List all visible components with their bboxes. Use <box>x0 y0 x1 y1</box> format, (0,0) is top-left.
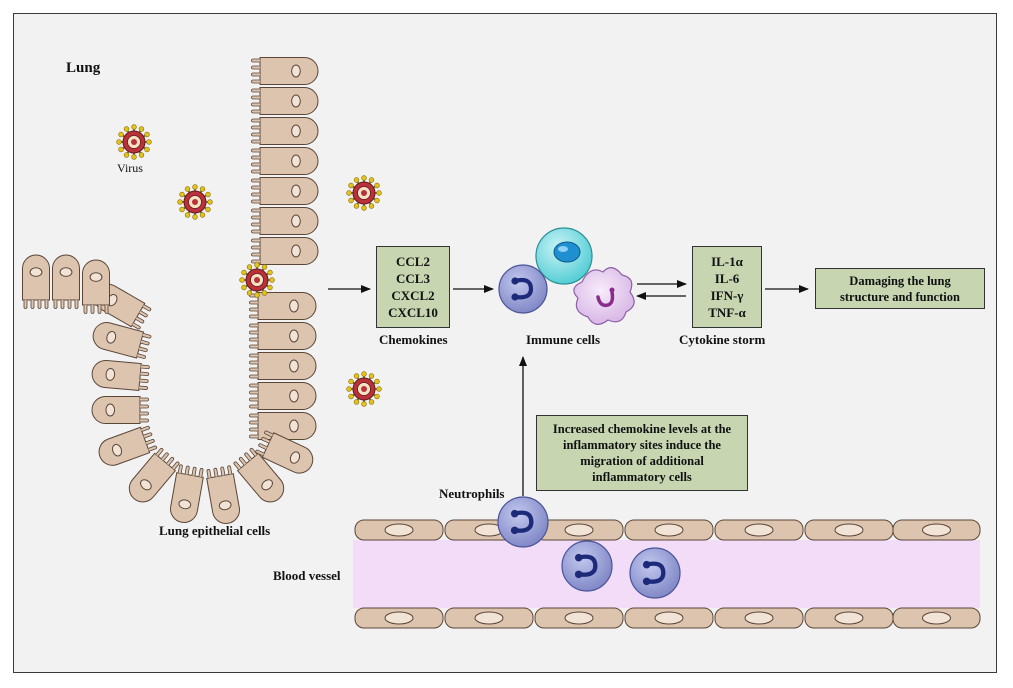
epithelial-cell <box>233 448 285 503</box>
epithelium-curved-section <box>91 283 314 524</box>
macrophage-icon <box>573 267 635 325</box>
virus-icon <box>116 124 152 160</box>
epithelial-cell <box>52 254 80 309</box>
note-line: migration of additional <box>580 454 704 468</box>
note-line: inflammatory cells <box>592 470 692 484</box>
epithelial-cell <box>249 292 317 320</box>
epithelial-cell <box>249 322 317 350</box>
damage-box: Damaging the lung structure and function <box>815 268 985 309</box>
neutrophil-icon <box>497 496 549 548</box>
virus-icon <box>346 175 382 211</box>
neutrophil-group <box>497 264 681 599</box>
endothelial-cell <box>534 607 624 629</box>
epithelial-cell <box>255 430 314 474</box>
chemokine-item: CCL3 <box>396 271 430 286</box>
immune-cells-caption: Immune cells <box>526 332 601 347</box>
endothelial-cell <box>534 519 624 541</box>
note-line: Increased chemokine levels at the <box>552 422 732 436</box>
chemokine-item: CXCL2 <box>391 288 435 303</box>
epithelial-cell <box>206 465 240 524</box>
epithelial-cell <box>92 322 152 359</box>
endothelial-cell <box>804 607 894 629</box>
epithelial-cell <box>251 147 319 175</box>
endothelial-cell <box>444 607 534 629</box>
epithelial-cells-label: Lung epithelial cells <box>159 523 271 538</box>
neutrophils-label: Neutrophils <box>439 486 505 501</box>
damage-line: Damaging the lung <box>849 273 951 288</box>
migration-note-box: Increased chemokine levels at the inflam… <box>536 415 748 491</box>
epithelial-cell <box>251 57 319 85</box>
endothelial-cell <box>354 519 444 541</box>
damage-line: structure and function <box>840 289 960 304</box>
epithelial-cell <box>82 259 110 314</box>
epithelium-lower-column <box>249 292 317 440</box>
chemokines-caption: Chemokines <box>379 332 448 347</box>
epithelial-cell <box>91 360 150 391</box>
endothelial-cell <box>354 607 444 629</box>
endothelial-cell <box>892 519 981 541</box>
epithelial-cell <box>251 207 319 235</box>
note-line: inflammatory sites induce the <box>563 438 721 452</box>
epithelial-cell <box>251 117 319 145</box>
virus-icon <box>239 262 275 298</box>
endothelial-cell <box>892 607 981 629</box>
endothelial-cell <box>714 519 804 541</box>
chemokine-item: CCL2 <box>396 254 430 269</box>
epithelium-upper-column <box>251 57 319 265</box>
epithelial-cell <box>91 396 149 424</box>
virus-group <box>116 124 382 407</box>
epithelium-left-section <box>22 254 110 314</box>
neutrophil-icon <box>561 540 613 592</box>
epithelial-cell <box>128 448 180 503</box>
cytokine-item: IFN-γ <box>710 288 744 303</box>
flow-arrows <box>328 280 809 496</box>
chemokines-box: CCL2 CCL3 CXCL2 CXCL10 <box>376 246 450 328</box>
endothelial-cell <box>624 519 714 541</box>
virus-label: Virus <box>117 161 143 175</box>
cytokines-box: IL-1α IL-6 IFN-γ TNF-α <box>692 246 762 328</box>
epithelial-cell <box>249 382 317 410</box>
epithelial-cell <box>22 254 50 309</box>
virus-icon <box>346 371 382 407</box>
neutrophil-icon <box>629 547 681 599</box>
endothelial-cell <box>714 607 804 629</box>
neutrophil-icon <box>498 264 548 314</box>
epithelial-cell <box>251 177 319 205</box>
cytokine-storm-caption: Cytokine storm <box>679 332 766 347</box>
virus-icon <box>177 184 213 220</box>
lung-label: Lung <box>66 60 101 76</box>
epithelial-cell <box>249 412 317 440</box>
lymphocyte-icon <box>535 227 593 285</box>
blood-vessel-label: Blood vessel <box>273 568 341 583</box>
cytokine-item: IL-6 <box>714 271 740 286</box>
epithelial-cell <box>170 464 204 523</box>
cytokine-item: TNF-α <box>708 305 746 320</box>
vessel-wall-cells <box>354 519 981 629</box>
epithelial-cell <box>251 87 319 115</box>
epithelial-cell <box>249 352 317 380</box>
endothelial-cell <box>804 519 894 541</box>
endothelial-cell <box>624 607 714 629</box>
epithelial-cell <box>251 237 319 265</box>
chemokine-item: CXCL10 <box>388 305 438 320</box>
epithelial-cell <box>98 425 158 466</box>
cytokine-item: IL-1α <box>711 254 743 269</box>
